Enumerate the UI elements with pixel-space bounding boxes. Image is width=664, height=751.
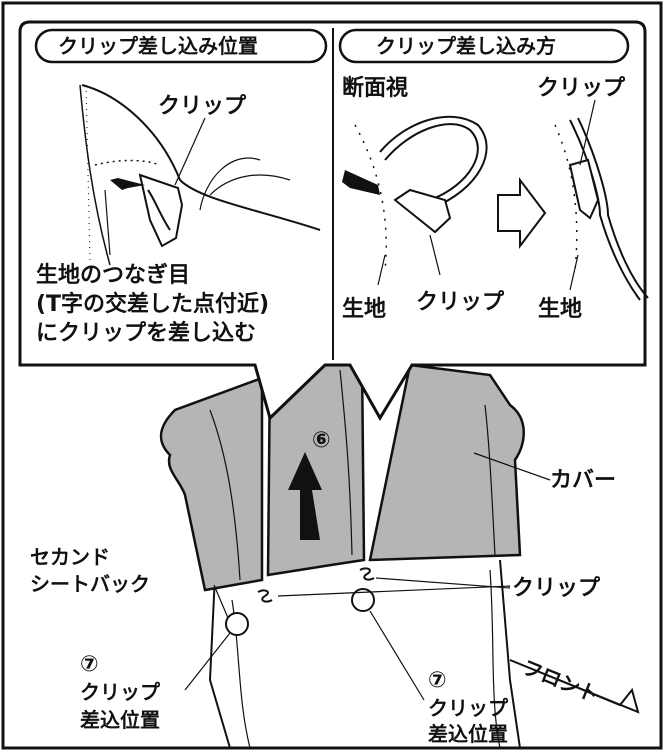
clip-icon-right (359, 567, 375, 581)
insert-position-circle-left (225, 612, 249, 636)
section-view-label: 断面視 (342, 76, 409, 101)
panel-title-method: クリップ差し込み方 (376, 34, 556, 58)
clip-icon-section-inserted (568, 158, 600, 220)
tab-clip-method (338, 28, 630, 64)
clip-label-main: クリップ (512, 576, 601, 601)
seatback-label-line-1: セカンド (30, 545, 110, 569)
note-line-3: にクリップを差し込む (36, 321, 257, 346)
lift-arrow-icon (288, 452, 322, 540)
cover-left-panel (159, 376, 264, 592)
clip-label-section-top: クリップ (537, 76, 626, 101)
clip-icon-left (257, 589, 273, 603)
cover-right-panel (368, 363, 525, 562)
seat-corner-outline (81, 84, 321, 231)
front-direction-arrow (509, 659, 640, 714)
insert-arrow-icon-left (110, 178, 145, 190)
note-line-2: (T字の交差した点付近) (36, 292, 270, 317)
fabric-label-right: 生地 (538, 297, 583, 322)
insert-position-left-line-2: 差込位置 (80, 708, 160, 732)
insert-position-circle-right (351, 588, 375, 612)
clip-icon-section (393, 188, 452, 234)
step-6-marker: ⑥ (312, 428, 331, 453)
step-7-marker-left: ⑦ (80, 652, 99, 677)
note-line-1: 生地のつなぎ目 (36, 263, 191, 288)
insert-arrow-icon-right (342, 170, 380, 195)
clip-label-panel-left: クリップ (158, 94, 247, 119)
insert-position-right-line-2: 差込位置 (428, 722, 508, 746)
seatback-label-line-2: シートバック (30, 572, 150, 596)
insert-position-right-line-1: クリップ (428, 696, 508, 720)
seatback-outline (208, 559, 521, 749)
step-7-marker-right: ⑦ (428, 668, 447, 693)
transition-arrow-icon (497, 177, 547, 249)
fabric-label-left: 生地 (342, 297, 387, 322)
cover-label: カバー (550, 468, 617, 493)
cover-middle-panel (266, 358, 366, 577)
panel-title-position: クリップ差し込み位置 (58, 34, 258, 58)
insert-position-left-line-1: クリップ (80, 680, 160, 704)
clip-label-section-bottom: クリップ (416, 290, 505, 315)
tab-clip-position (34, 28, 328, 64)
